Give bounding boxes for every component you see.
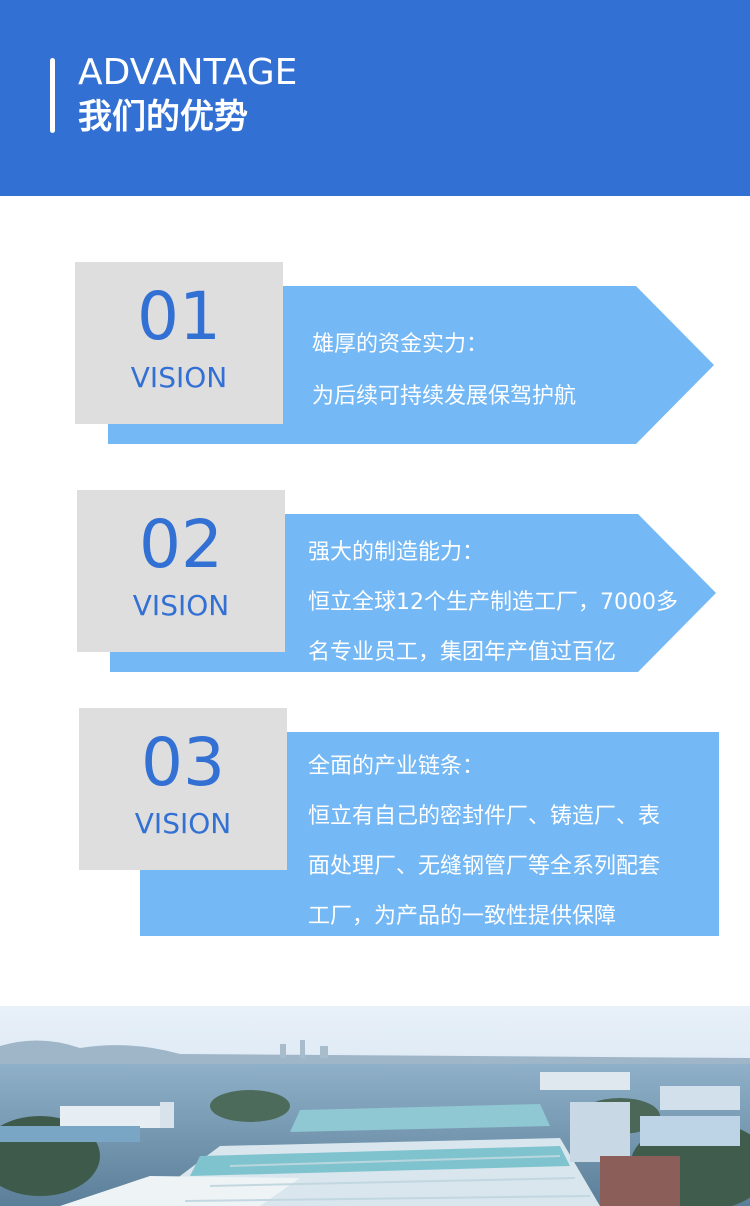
advantage-line-2-2: 名专业员工，集团年产值过百亿 xyxy=(308,640,617,665)
advantage-heading-3: 全面的产业链条： xyxy=(308,754,485,779)
factory-aerial-photo xyxy=(0,1006,750,1206)
number-box-1: 01 VISION xyxy=(75,262,283,424)
number-1: 01 xyxy=(137,278,221,355)
title-chinese: 我们的优势 xyxy=(78,97,248,137)
factory-illustration xyxy=(0,1006,750,1206)
header-banner: ADVANTAGE 我们的优势 xyxy=(0,0,750,196)
vision-label-1: VISION xyxy=(130,361,228,394)
vision-label-2: VISION xyxy=(132,589,230,622)
number-3: 03 xyxy=(141,724,225,801)
advantage-heading-2: 强大的制造能力： xyxy=(308,540,485,565)
advantage-line-1-1: 为后续可持续发展保驾护航 xyxy=(312,384,577,409)
advantage-line-3-1: 恒立有自己的密封件厂、铸造厂、表 xyxy=(308,804,661,829)
advantage-line-3-3: 工厂，为产品的一致性提供保障 xyxy=(308,904,617,929)
number-2: 02 xyxy=(139,506,223,583)
number-box-2: 02 VISION xyxy=(77,490,285,652)
title-english: ADVANTAGE xyxy=(78,52,298,93)
advantage-heading-1: 雄厚的资金实力： xyxy=(312,332,489,357)
advantage-line-3-2: 面处理厂、无缝钢管厂等全系列配套 xyxy=(308,854,661,879)
title-accent-bar xyxy=(50,58,55,133)
vision-label-3: VISION xyxy=(134,807,232,840)
number-box-3: 03 VISION xyxy=(79,708,287,870)
advantage-line-2-1: 恒立全球12个生产制造工厂，7000多 xyxy=(308,590,678,615)
